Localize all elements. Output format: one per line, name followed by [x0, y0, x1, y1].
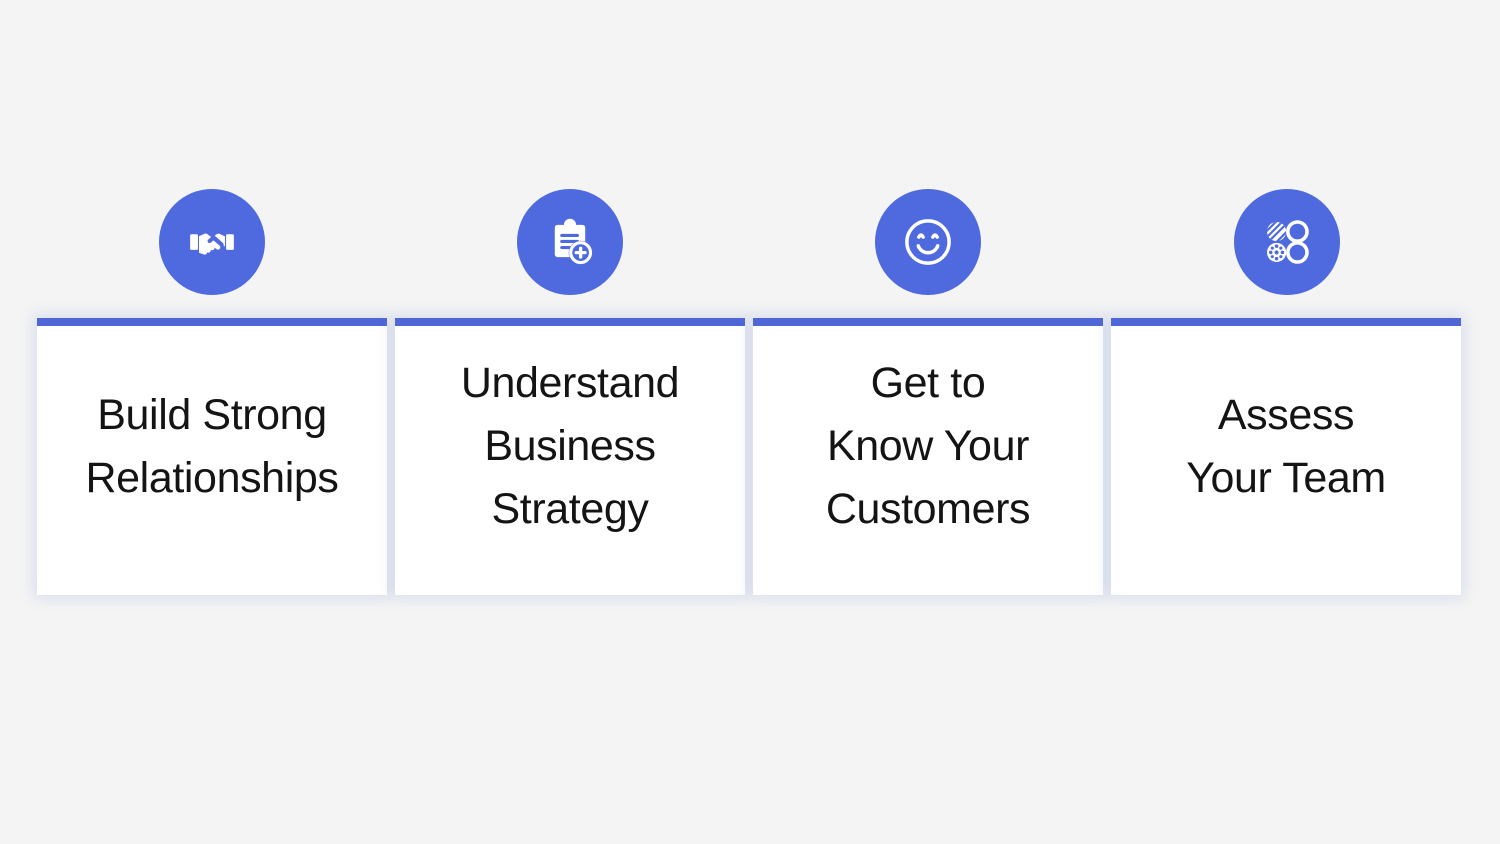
card-title: Assess Your Team	[1186, 391, 1386, 502]
step-card-understand-business-strategy[interactable]: Understand Business Strategy	[395, 318, 745, 595]
smiley-face-icon	[902, 216, 954, 268]
step-card-row: Build Strong Relationships Understand Bu…	[37, 318, 1461, 595]
card-accent-bar	[37, 318, 387, 326]
card-title: Build Strong Relationships	[85, 391, 339, 502]
card-accent-bar	[753, 318, 1103, 326]
handshake-icon	[187, 217, 237, 267]
card-accent-bar	[395, 318, 745, 326]
step-card-build-strong-relationships[interactable]: Build Strong Relationships	[37, 318, 387, 595]
assessment-circles-icon	[1262, 217, 1312, 267]
card-accent-bar	[1111, 318, 1461, 326]
card-title: Get to Know Your Customers	[825, 359, 1031, 533]
icon-badge-get-to-know-your-customers	[875, 189, 981, 295]
icon-badge-build-strong-relationships	[159, 189, 265, 295]
icon-badge-understand-business-strategy	[517, 189, 623, 295]
step-card-assess-your-team[interactable]: Assess Your Team	[1111, 318, 1461, 595]
icon-badge-assess-your-team	[1234, 189, 1340, 295]
step-card-get-to-know-your-customers[interactable]: Get to Know Your Customers	[753, 318, 1103, 595]
card-title: Understand Business Strategy	[460, 359, 680, 533]
clipboard-plus-icon	[545, 217, 595, 267]
